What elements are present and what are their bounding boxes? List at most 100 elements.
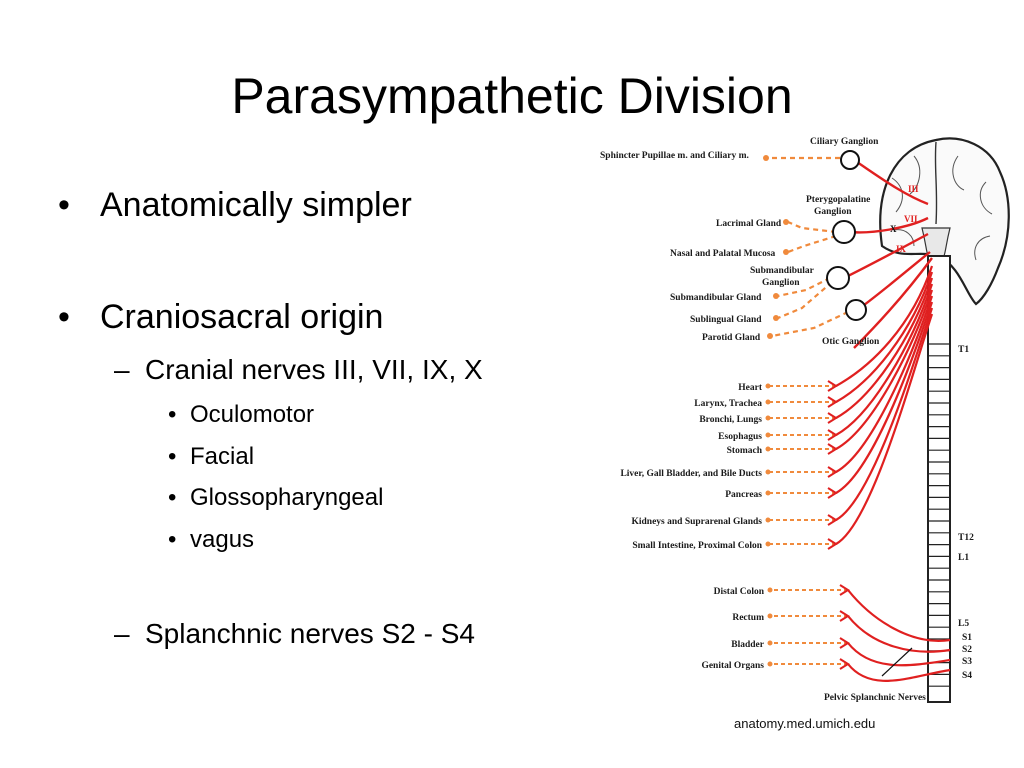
lacrimal-branch: [787, 220, 837, 234]
vagus-terminal: [827, 514, 838, 526]
pelvic-fiber: [847, 663, 951, 682]
numeral-iii: III: [908, 184, 919, 194]
spinal-levels: T1 T12 L1 L5 S1 S2 S3 S4: [958, 345, 974, 681]
vagus-fiber: [835, 277, 934, 419]
brain-midline: [934, 141, 938, 225]
vagus-trunk: [853, 257, 933, 349]
bullet-marker: •: [168, 526, 177, 553]
bullet-text: Cranial nerves III, VII, IX, X: [145, 354, 483, 385]
vagus-terminal: [827, 466, 838, 478]
brain-fold: [891, 177, 903, 213]
target-dot: [765, 432, 771, 438]
numeral-ix: IX: [896, 244, 907, 254]
target-dot: [765, 490, 771, 496]
vagus-fiber: [835, 307, 934, 521]
target-dot: [765, 415, 771, 421]
submandibular-ganglion: [826, 266, 850, 290]
organ-bronchi: Bronchi, Lungs: [699, 415, 762, 425]
organ-distal-colon: Distal Colon: [714, 587, 765, 597]
preganglionic-nerve: [843, 232, 929, 280]
vagus-terminal: [827, 487, 838, 499]
label-parotid: Parotid Gland: [702, 333, 761, 343]
brain-fold: [909, 155, 921, 195]
vagus-fiber: [835, 271, 934, 403]
sacral-pathways: Distal Colon Rectum Bladder Genital Orga…: [701, 584, 951, 703]
pelvic-fiber: [847, 589, 951, 642]
dash-marker: –: [114, 618, 130, 649]
bullet-marker: •: [168, 443, 177, 470]
organ-heart: Heart: [738, 383, 763, 393]
target-dot: [773, 293, 779, 299]
organ-genital: Genital Organs: [701, 661, 764, 671]
target-dot: [765, 469, 771, 475]
target-dot: [765, 517, 771, 523]
vagus-terminal: [827, 443, 838, 455]
label-sphincter: Sphincter Pupillae m. and Ciliary m.: [600, 151, 749, 161]
label-submandibular-gland: Submandibular Gland: [670, 293, 762, 303]
preganglionic-nerve: [853, 159, 929, 206]
bullet-text: Anatomically simpler: [100, 186, 412, 224]
vagus-fiber: [835, 295, 934, 473]
level-s1: S1: [962, 633, 972, 643]
level-s2: S2: [962, 645, 972, 655]
organ-bladder: Bladder: [731, 640, 765, 650]
target-dot: [765, 541, 771, 547]
pelvic-pointer: [881, 647, 913, 677]
target-dot: [767, 640, 773, 646]
organ-pancreas: Pancreas: [725, 490, 762, 500]
subbullet-splanchnic-nerves: –Splanchnic nerves S2 - S4: [114, 618, 475, 650]
vagus-terminal: [827, 412, 838, 424]
ciliary-ganglion: [840, 150, 860, 170]
label-otic: Otic Ganglion: [822, 337, 880, 347]
pelvic-fiber: [847, 615, 951, 653]
bullet-anatomically-simpler: • Anatomically simpler: [58, 186, 412, 225]
target-dot: [783, 249, 789, 255]
label-lacrimal: Lacrimal Gland: [716, 219, 782, 229]
organ-kidneys: Kidneys and Suprarenal Glands: [632, 517, 763, 527]
target-dot: [773, 315, 779, 321]
submandibular-branch: [777, 277, 831, 298]
target-dot: [767, 333, 773, 339]
pelvic-terminal: [839, 658, 850, 670]
subsubbullet-vagus: • vagus: [168, 526, 254, 554]
otic-ganglion: [845, 299, 867, 321]
sacral-nerves: [767, 584, 951, 682]
level-l1: L1: [958, 553, 969, 563]
spinal-column: [927, 255, 951, 703]
level-s3: S3: [962, 657, 972, 667]
organ-stomach: Stomach: [727, 446, 763, 456]
target-dot: [767, 613, 773, 619]
numeral-vii: VII: [904, 214, 918, 224]
dash-marker: –: [114, 354, 130, 385]
source-credit: anatomy.med.umich.edu: [734, 716, 876, 731]
organ-esophagus: Esophagus: [718, 432, 762, 442]
vagus-terminal: [827, 538, 838, 550]
organ-larynx: Larynx, Trachea: [694, 399, 762, 409]
sublingual-branch: [777, 281, 833, 320]
numeral-x: X: [890, 224, 897, 234]
brain-fold: [952, 155, 965, 191]
target-dot: [767, 587, 773, 593]
bullet-marker: •: [168, 401, 177, 428]
nasal-branch: [787, 234, 837, 254]
bullet-text: vagus: [190, 526, 255, 553]
pelvic-terminal: [839, 584, 850, 596]
brain-fold: [893, 229, 915, 247]
preganglionic-nerve: [849, 216, 929, 234]
subsubbullet-oculomotor: •Oculomotor: [168, 401, 314, 429]
vagus-fiber: [835, 283, 934, 436]
subsubbullet-facial: •Facial: [168, 443, 254, 471]
bullet-marker: •: [58, 186, 70, 224]
diagram-svg: III VII IX X Ciliary Ganglion Sphincter …: [600, 137, 1010, 703]
target-dot: [767, 661, 773, 667]
cranial-labels: Ciliary Ganglion Sphincter Pupillae m. a…: [600, 137, 880, 347]
brain-fold: [979, 181, 993, 215]
level-t1: T1: [958, 345, 969, 355]
organ-small-intestine: Small Intestine, Proximal Colon: [632, 541, 762, 551]
sacral-labels: Distal Colon Rectum Bladder Genital Orga…: [701, 587, 764, 671]
bullet-list: •Anatomically simpler •Craniosacral orig…: [58, 186, 483, 650]
bullet-marker: •: [168, 484, 177, 511]
vagus-terminal: [827, 429, 838, 441]
pterygopalatine-ganglion: [832, 220, 856, 244]
label-nasal: Nasal and Palatal Mucosa: [670, 249, 776, 259]
